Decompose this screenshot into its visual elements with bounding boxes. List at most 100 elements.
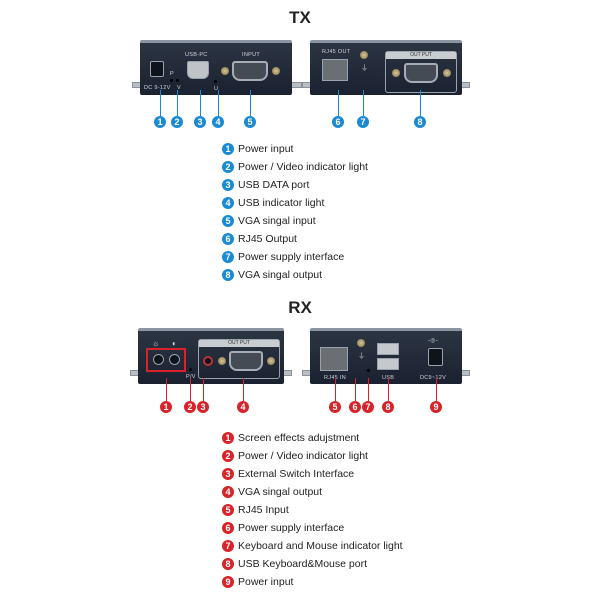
- legend-item: 9 Power input: [222, 573, 403, 591]
- callout-line: [166, 378, 167, 401]
- callout-marker-8: 8: [382, 401, 394, 413]
- legend-text: VGA singal output: [238, 486, 323, 498]
- legend-text: Power input: [238, 576, 294, 588]
- legend-number-badge: 6: [222, 233, 234, 245]
- legend-number-badge: 8: [222, 558, 234, 570]
- rx-title: RX: [288, 298, 312, 317]
- callout-line: [363, 90, 364, 116]
- rj45-out-label: RJ45 OUT: [322, 49, 351, 55]
- legend-item: 6 RJ45 Output: [222, 230, 368, 248]
- dc-label: DC 9-12V: [144, 85, 171, 91]
- legend-number-badge: 3: [222, 179, 234, 191]
- legend-text: RJ45 Input: [238, 504, 289, 516]
- tx-legend: 1 Power input 2 Power / Video indicator lig…: [222, 140, 368, 284]
- ground-icon: ⏚: [358, 353, 366, 360]
- callout-line: [203, 378, 204, 401]
- legend-text: Power supply interface: [238, 251, 345, 263]
- callout-marker-4: 4: [212, 116, 224, 128]
- callout-line: [160, 90, 161, 116]
- legend-text: Power / Video indicator light: [238, 161, 368, 173]
- usb-b-port: [187, 61, 209, 79]
- legend-number-badge: 8: [222, 269, 234, 281]
- usb-port-1: [377, 343, 399, 355]
- callout-line: [177, 90, 178, 116]
- legend-number-badge: 1: [222, 432, 234, 444]
- callout-marker-3: 3: [197, 401, 209, 413]
- callout-line: [218, 90, 219, 116]
- callout-marker-6: 6: [332, 116, 344, 128]
- brightness-button: [153, 354, 164, 365]
- callout-line: [355, 378, 356, 401]
- vga-output-port: [229, 351, 263, 371]
- brightness-icon: ☼: [152, 339, 160, 348]
- legend-item: 5 RJ45 Input: [222, 501, 403, 519]
- legend-number-badge: 2: [222, 450, 234, 462]
- ground-screw: [357, 339, 365, 347]
- contrast-icon: ◐: [172, 339, 178, 348]
- callout-marker-9: 9: [430, 401, 442, 413]
- callout-marker-2: 2: [171, 116, 183, 128]
- callout-marker-7: 7: [357, 116, 369, 128]
- callout-line: [335, 378, 336, 401]
- callout-marker-3: 3: [194, 116, 206, 128]
- legend-item: 5 VGA singal input: [222, 212, 368, 230]
- vga-output-port: [404, 63, 438, 83]
- callout-marker-1: 1: [160, 401, 172, 413]
- legend-text: Power input: [238, 143, 294, 155]
- callout-marker-5: 5: [244, 116, 256, 128]
- callout-line: [338, 90, 339, 116]
- dc-power-jack: [428, 348, 443, 366]
- power-led: [170, 79, 173, 82]
- video-led: [176, 79, 179, 82]
- callout-line: [420, 90, 421, 116]
- legend-number-badge: 2: [222, 161, 234, 173]
- output-label: OUT PUT: [199, 340, 279, 347]
- callout-marker-1: 1: [154, 116, 166, 128]
- kbm-led: [367, 369, 370, 372]
- rj45-in-label: RJ45 IN: [324, 375, 346, 381]
- legend-number-badge: 4: [222, 197, 234, 209]
- dc-label: DC9~12V: [420, 375, 447, 381]
- legend-number-badge: 5: [222, 215, 234, 227]
- legend-number-badge: 4: [222, 486, 234, 498]
- dc-polarity-icon: -◎-: [428, 338, 439, 344]
- callout-marker-7: 7: [362, 401, 374, 413]
- rj45-port: [322, 59, 348, 81]
- legend-text: USB Keyboard&Mouse port: [238, 558, 367, 570]
- usb-port-2: [377, 358, 399, 370]
- adjust-buttons-highlight: [146, 348, 186, 372]
- legend-number-badge: 1: [222, 143, 234, 155]
- usb-led: [214, 80, 217, 83]
- pv-led: [189, 368, 192, 371]
- callout-line: [250, 90, 251, 116]
- v-label: V: [177, 85, 181, 91]
- pv-label: P/V: [186, 374, 196, 380]
- callout-line: [200, 90, 201, 116]
- legend-text: VGA singal input: [238, 215, 316, 227]
- legend-number-badge: 5: [222, 504, 234, 516]
- legend-text: Screen effects adujstment: [238, 432, 360, 444]
- legend-item: 4 VGA singal output: [222, 483, 403, 501]
- legend-text: RJ45 Output: [238, 233, 297, 245]
- ground-icon: ⏚: [361, 65, 369, 72]
- usb-pc-label: USB-PC: [185, 52, 208, 58]
- usb-label: USB: [382, 375, 394, 381]
- contrast-button: [169, 354, 180, 365]
- callout-line: [243, 378, 244, 401]
- vga-input-port: [232, 61, 268, 81]
- legend-number-badge: 9: [222, 576, 234, 588]
- legend-item: 2 Power / Video indicator light: [222, 158, 368, 176]
- legend-text: USB indicator light: [238, 197, 325, 209]
- callout-line: [368, 378, 369, 401]
- callout-line: [436, 378, 437, 401]
- callout-line: [388, 378, 389, 401]
- callout-marker-2: 2: [184, 401, 196, 413]
- output-label: OUT PUT: [386, 52, 456, 59]
